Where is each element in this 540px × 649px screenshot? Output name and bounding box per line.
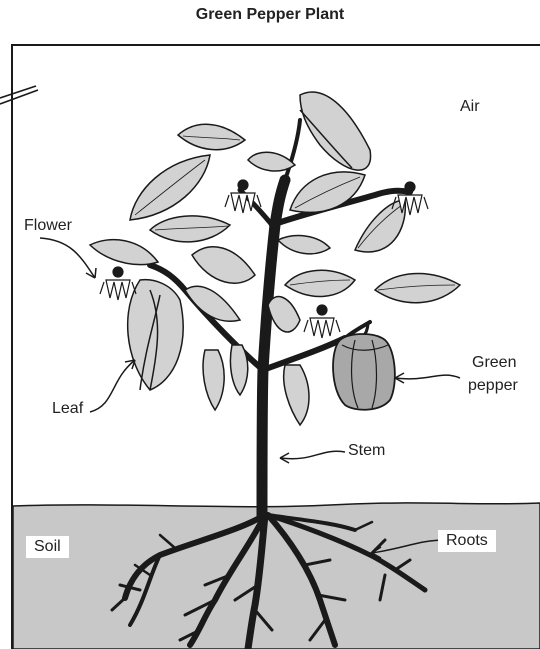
green-label: Green: [472, 354, 516, 372]
roots-label: Roots: [438, 530, 496, 552]
air-label: Air: [460, 98, 480, 116]
flower-label: Flower: [24, 217, 72, 235]
stem-label: Stem: [348, 442, 385, 460]
pepper-label: pepper: [468, 377, 518, 395]
leaf-label: Leaf: [52, 400, 83, 418]
soil-label: Soil: [26, 536, 69, 558]
